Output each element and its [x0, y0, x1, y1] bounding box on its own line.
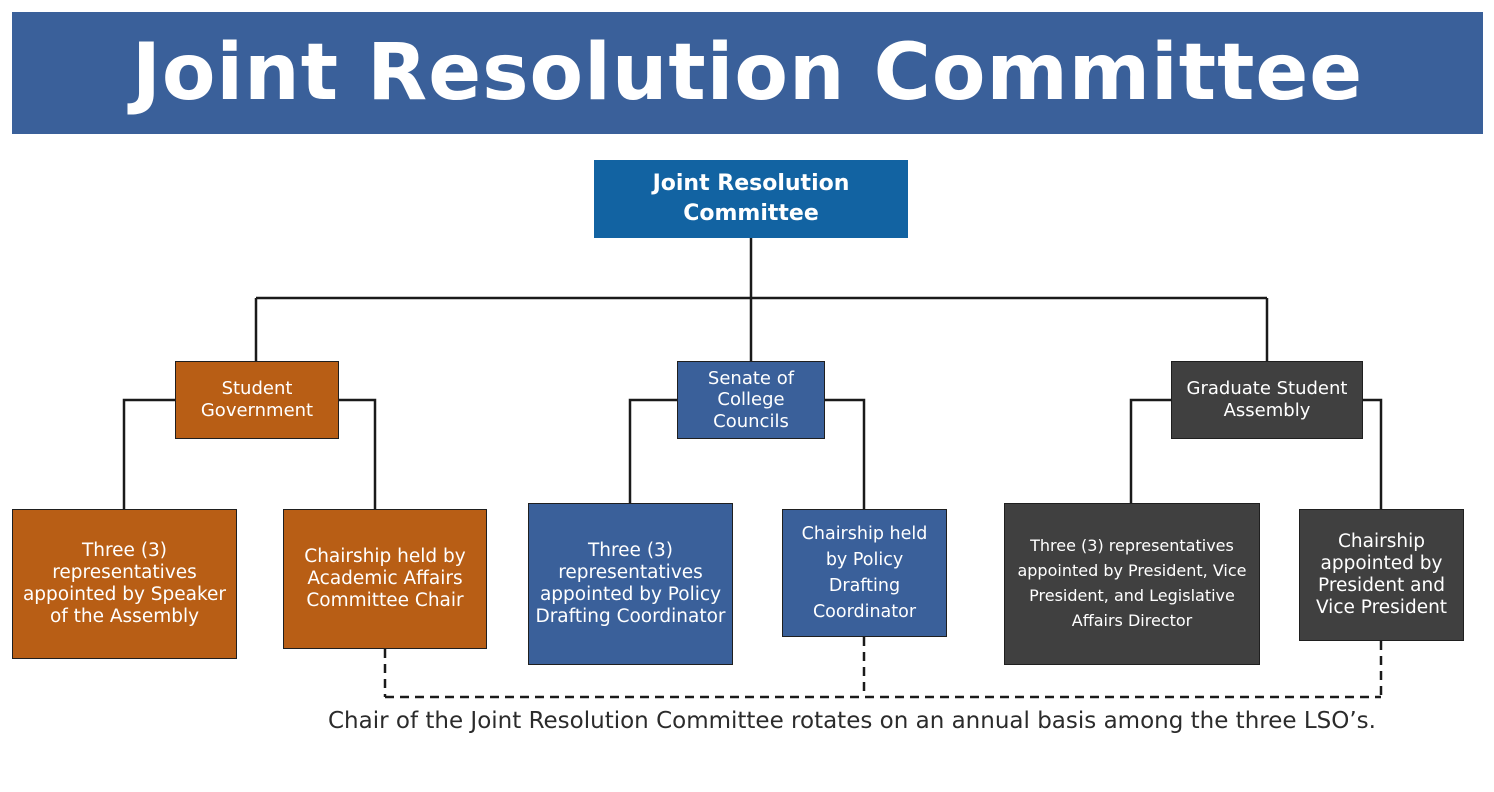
node-label: Chairship held by Policy Drafting Coordi…: [801, 523, 928, 623]
node-label: Chairship held by Academic Affairs Commi…: [304, 545, 466, 612]
root-node-label: Joint Resolution Committee: [652, 171, 850, 226]
connector-sg-right: [339, 398, 377, 509]
node-student-government: Student Government: [175, 361, 339, 439]
root-node-joint-resolution-committee: Joint Resolution Committee: [594, 160, 908, 238]
node-senate-of-college-councils: Senate of College Councils: [677, 361, 825, 439]
connector-sg-left: [122, 398, 175, 509]
connector-senate-left: [628, 398, 677, 503]
page-title-banner: Joint Resolution Committee: [12, 12, 1483, 134]
node-label: Senate of College Councils: [707, 367, 795, 432]
node-label: Three (3) representatives appointed by P…: [535, 539, 726, 628]
node-label: Student Government: [200, 378, 314, 421]
node-gsa-representatives: Three (3) representatives appointed by P…: [1004, 503, 1260, 665]
node-label: Three (3) representatives appointed by S…: [22, 539, 227, 628]
node-label: Three (3) representatives appointed by P…: [1017, 536, 1247, 630]
node-sg-chairship: Chairship held by Academic Affairs Commi…: [283, 509, 487, 649]
node-graduate-student-assembly: Graduate Student Assembly: [1171, 361, 1363, 439]
node-senate-representatives: Three (3) representatives appointed by P…: [528, 503, 733, 665]
connector-gsa-left: [1129, 398, 1171, 503]
node-sg-representatives: Three (3) representatives appointed by S…: [12, 509, 237, 659]
node-label: Graduate Student Assembly: [1186, 378, 1348, 421]
node-senate-chairship: Chairship held by Policy Drafting Coordi…: [782, 509, 947, 637]
page-title: Joint Resolution Committee: [131, 28, 1364, 118]
connector-senate-right: [825, 398, 866, 509]
connector-gsa-right: [1363, 398, 1383, 509]
node-label: Chairship appointed by President and Vic…: [1315, 530, 1448, 619]
node-gsa-chairship: Chairship appointed by President and Vic…: [1299, 509, 1464, 641]
rotation-note: Chair of the Joint Resolution Committee …: [328, 708, 1376, 734]
